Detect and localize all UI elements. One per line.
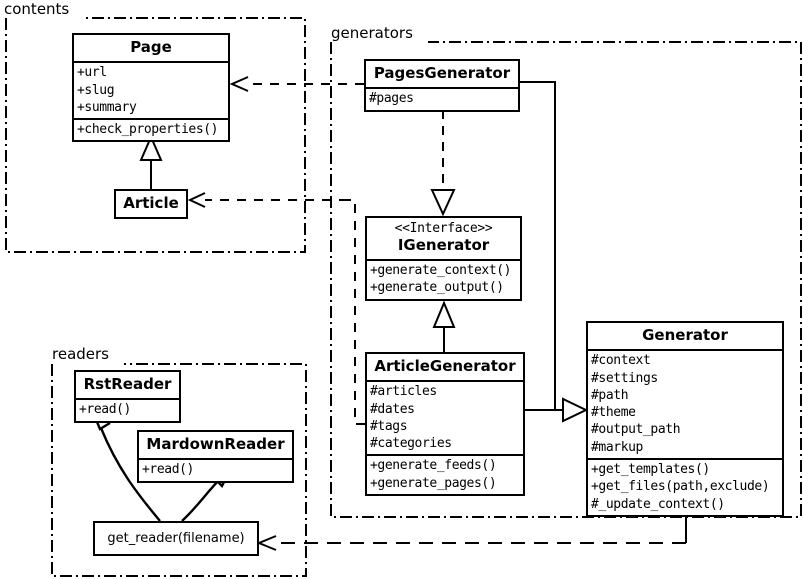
rel-articlegenerator-generalizes-generator: [525, 397, 589, 423]
method: +generate_context(): [370, 263, 512, 279]
class-name-pagesgenerator: PagesGenerator: [373, 64, 511, 82]
class-name-page: Page: [130, 38, 172, 56]
class-box-articlegenerator[interactable]: ArticleGenerator #articles #dates #tags …: [365, 352, 525, 496]
method: +read(): [79, 402, 131, 418]
attribute: #tags: [370, 418, 408, 434]
attribute: #output_path: [591, 422, 681, 438]
rel-articlegenerator-depends-article: [187, 192, 365, 425]
package-boundary-readers: [51, 363, 307, 577]
package-label-contents: contents: [4, 0, 70, 18]
method: +generate_feeds(): [370, 458, 497, 474]
method: +get_files(path,exclude): [591, 479, 770, 495]
attribute: #markup: [591, 439, 643, 455]
class-box-mardownreader[interactable]: MardownReader +read(): [137, 430, 294, 483]
attribute: #categories: [370, 436, 452, 452]
class-box-generator[interactable]: Generator #context #settings #path #them…: [586, 321, 784, 517]
attribute: +slug: [77, 82, 115, 98]
method: +generate_pages(): [370, 475, 497, 491]
class-attributes-pagesgenerator: #pages: [366, 87, 518, 109]
class-name-mardownreader: MardownReader: [146, 435, 285, 453]
method: +generate_output(): [370, 280, 504, 296]
rel-articlegenerator-generalizes-igenerator: [432, 300, 456, 352]
class-name-articlegenerator: ArticleGenerator: [374, 357, 516, 375]
class-box-igenerator[interactable]: <<Interface>> IGenerator +generate_conte…: [365, 216, 522, 301]
class-box-page[interactable]: Page +url +slug +summary +check_properti…: [72, 33, 230, 143]
attribute: #settings: [591, 370, 658, 386]
method: +check_properties(): [77, 122, 219, 138]
package-boundary-contents: [5, 17, 306, 253]
attribute: +url: [77, 65, 107, 81]
package-label-generators: generators: [331, 24, 413, 42]
rel-article-generalizes-page: [139, 134, 163, 189]
rel-pagesgenerator-realizes-igenerator: [430, 110, 456, 217]
class-name-text-igenerator: IGenerator: [397, 235, 490, 254]
class-methods-page: +check_properties(): [74, 118, 228, 140]
class-attributes-page: +url +slug +summary: [74, 61, 228, 118]
class-methods-igenerator: +generate_context() +generate_output(): [367, 259, 520, 299]
rel-pagesgenerator-generalizes-generator: [520, 81, 563, 411]
class-stereotype-igenerator: <<Interface>>: [394, 221, 493, 236]
attribute: #context: [591, 353, 651, 369]
package-boundary-generators: [330, 41, 802, 518]
class-name-generator: Generator: [642, 326, 728, 344]
class-name-rstreader: RstReader: [83, 375, 172, 393]
class-methods-mardownreader: +read(): [139, 458, 292, 480]
class-methods-articlegenerator: +generate_feeds() +generate_pages(): [367, 454, 523, 494]
function-name-get-reader: get_reader(filename): [107, 531, 245, 546]
attribute: #theme: [591, 405, 636, 421]
method: +get_templates(): [591, 461, 710, 477]
class-attributes-articlegenerator: #articles #dates #tags #categories: [367, 380, 523, 454]
function-box-get-reader[interactable]: get_reader(filename): [93, 521, 259, 556]
attribute: #path: [591, 387, 629, 403]
attribute: #articles: [370, 384, 437, 400]
attribute: +summary: [77, 99, 137, 115]
attribute: #dates: [370, 401, 415, 417]
class-box-article[interactable]: Article: [114, 189, 188, 220]
class-name-article: Article: [123, 194, 179, 212]
class-box-pagesgenerator[interactable]: PagesGenerator #pages: [364, 59, 520, 112]
package-label-readers: readers: [52, 345, 109, 363]
rel-pagesgenerator-depends-page: [229, 76, 364, 92]
class-name-igenerator: <<Interface>> IGenerator: [367, 218, 520, 259]
attribute: #pages: [369, 91, 414, 107]
class-attributes-generator: #context #settings #path #theme #output_…: [588, 349, 782, 458]
class-methods-generator: +get_templates() +get_files(path,exclude…: [588, 457, 782, 515]
method: #_update_context(): [591, 496, 725, 512]
method: +read(): [142, 462, 194, 478]
class-box-rstreader[interactable]: RstReader +read(): [74, 370, 181, 423]
class-methods-rstreader: +read(): [76, 398, 179, 420]
